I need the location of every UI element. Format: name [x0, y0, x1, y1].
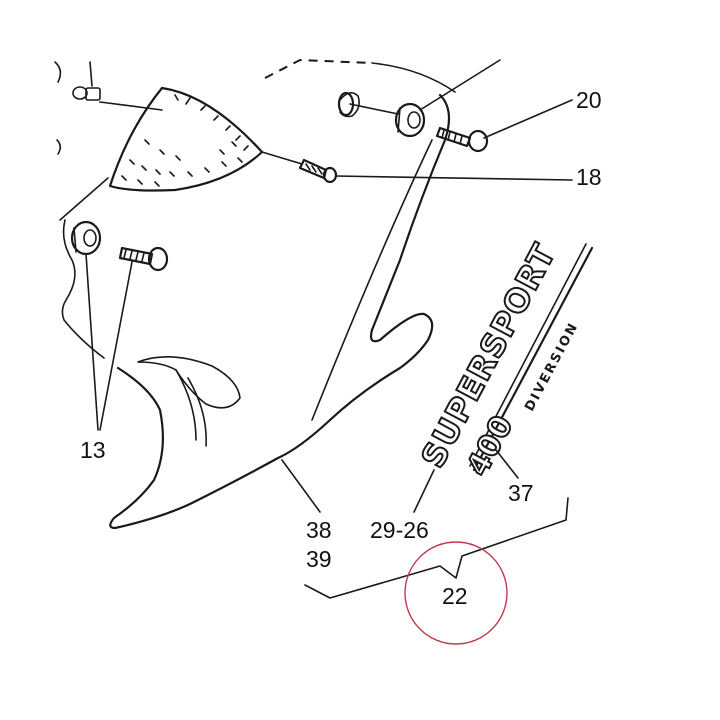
washer-and-bolt-20: [264, 58, 501, 153]
supersport-decal: SUPERSPORT 400 DIVERSION: [413, 236, 594, 483]
leader-lines: [85, 99, 573, 599]
decal-sub-text: DIVERSION: [522, 320, 582, 414]
fairing-panel: [59, 93, 451, 530]
upper-left-clip: [54, 61, 101, 155]
highlight-circle: [404, 541, 508, 645]
callout-37: 37: [508, 480, 534, 506]
turn-signal-lens: [99, 86, 264, 192]
callout-20: 20: [576, 87, 602, 113]
callout-18: 18: [576, 164, 602, 190]
screw-18: [261, 151, 338, 184]
callout-29-26: 29-26: [370, 517, 429, 543]
callout-38: 38: [306, 517, 332, 543]
callout-13: 13: [80, 437, 106, 463]
callout-22: 22: [442, 583, 468, 609]
callout-39: 39: [306, 546, 332, 572]
